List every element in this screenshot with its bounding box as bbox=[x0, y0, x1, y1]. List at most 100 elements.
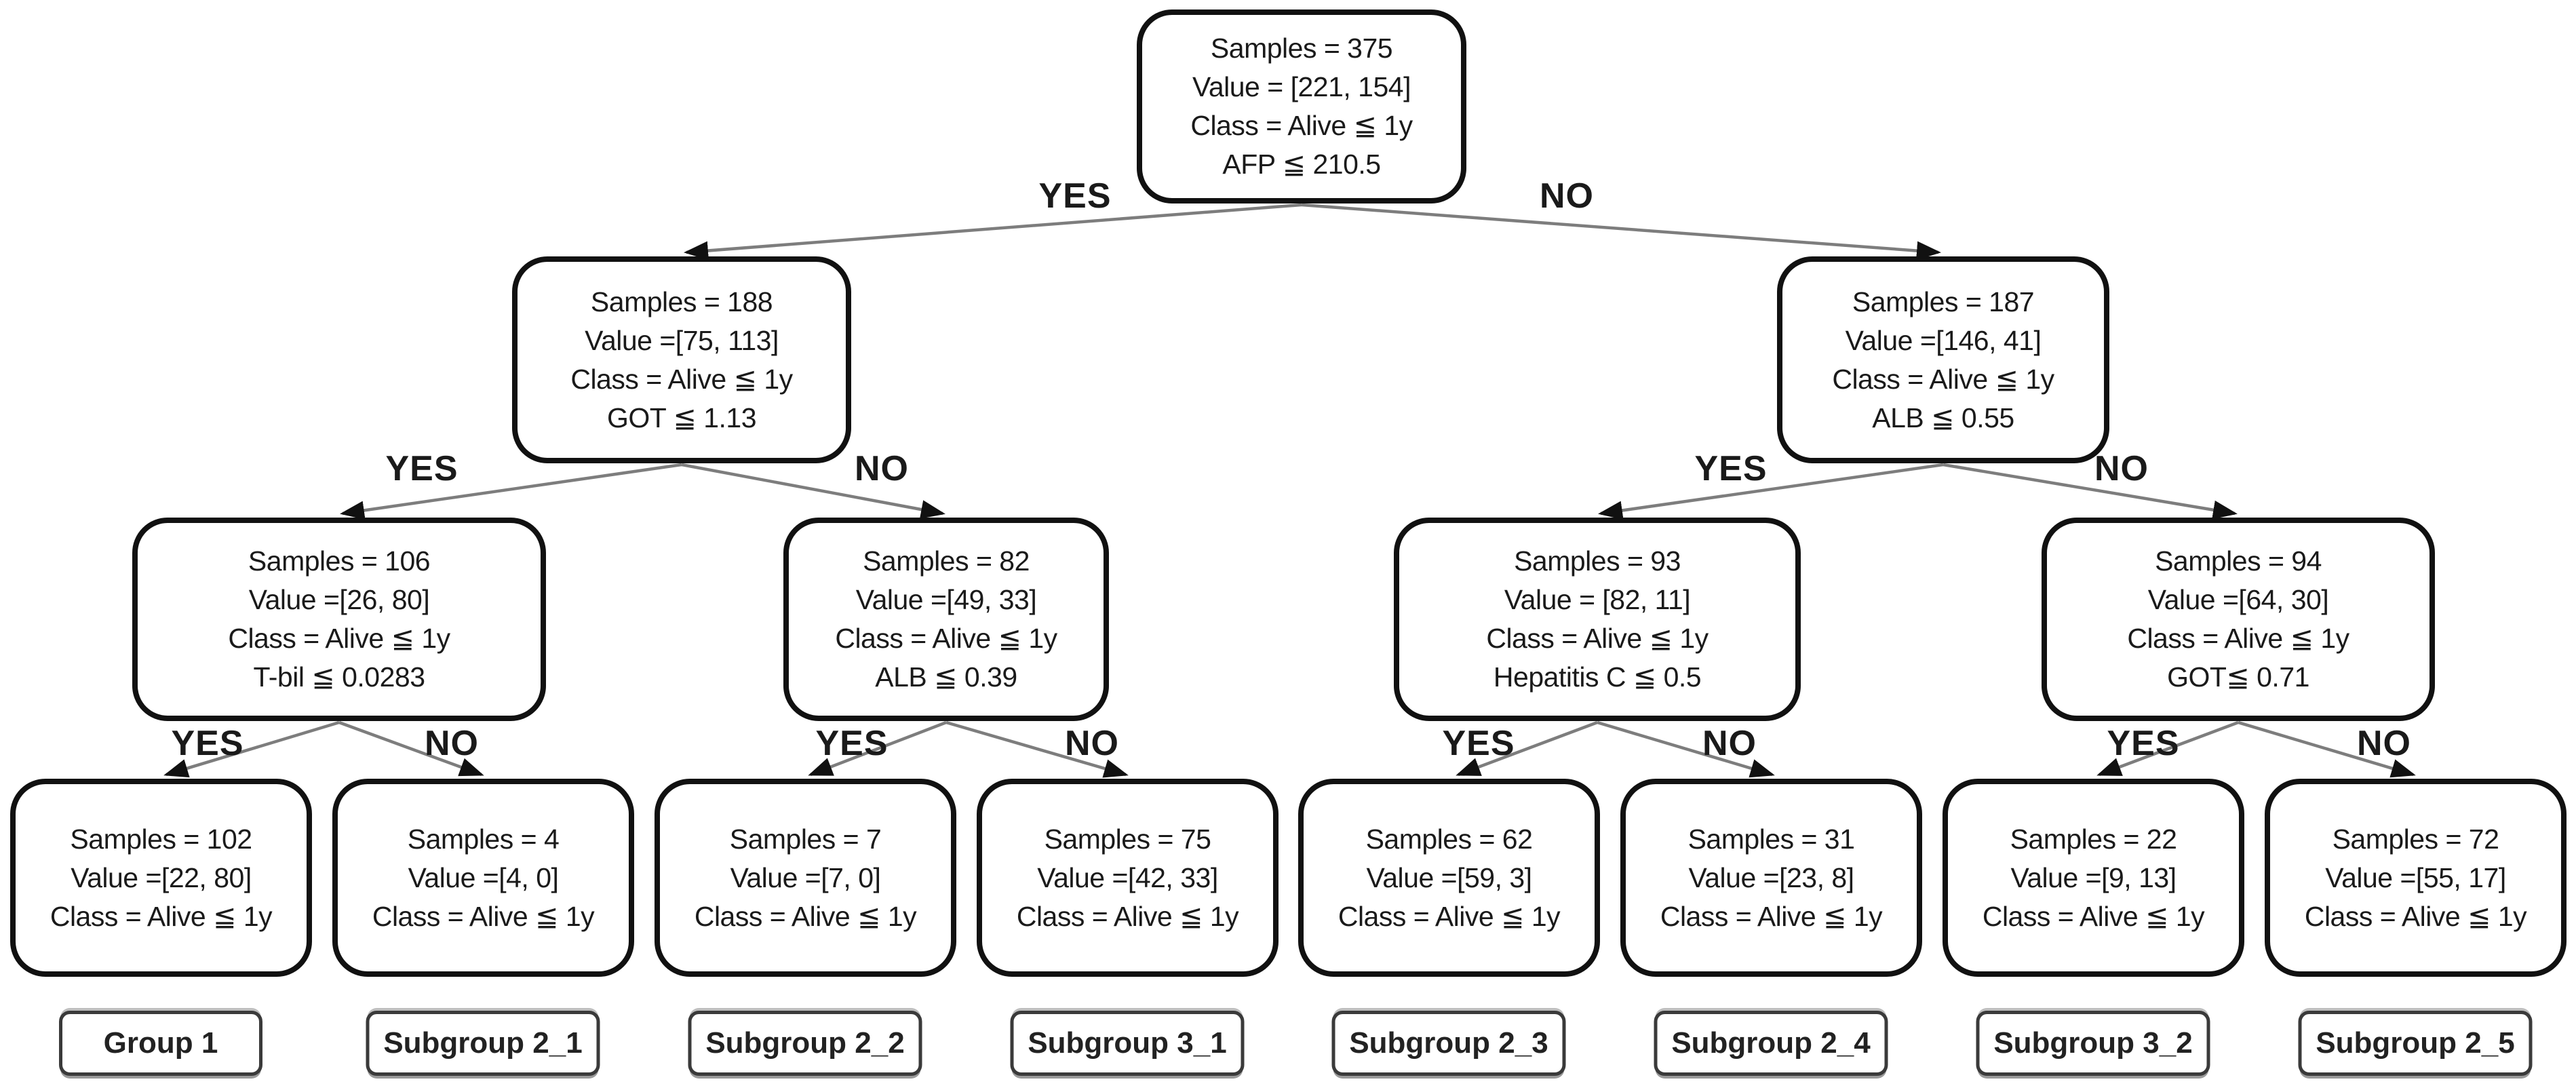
node-line: Value = [221, 154] bbox=[1192, 71, 1411, 102]
tree-edge bbox=[681, 463, 945, 519]
node-line: GOT≦ 0.71 bbox=[2167, 661, 2309, 693]
tree-node-l2-right: Samples = 187 Value =[146, 41] Class = A… bbox=[1777, 256, 2109, 463]
branch-label-no: NO bbox=[1540, 176, 1594, 216]
node-line: Samples = 75 bbox=[1044, 823, 1211, 855]
node-line: Value =[59, 3] bbox=[1366, 861, 1532, 893]
branch-label-yes: YES bbox=[1038, 176, 1112, 216]
node-line: AFP ≦ 210.5 bbox=[1222, 149, 1381, 180]
node-line: Samples = 375 bbox=[1210, 33, 1393, 64]
tree-edge bbox=[2238, 720, 2416, 778]
node-line: Samples = 188 bbox=[590, 286, 773, 317]
node-line: Class = Alive ≦ 1y bbox=[228, 623, 450, 654]
node-line: Samples = 4 bbox=[407, 823, 560, 855]
group-label-6: Subgroup 2_4 bbox=[1654, 1011, 1888, 1076]
node-line: Samples = 62 bbox=[1365, 823, 1533, 855]
tree-edge bbox=[340, 463, 682, 520]
branch-label-no: NO bbox=[1065, 724, 1119, 763]
node-line: Class = Alive ≦ 1y bbox=[694, 900, 917, 932]
node-line: Samples = 82 bbox=[863, 545, 1030, 577]
tree-edge bbox=[1456, 720, 1598, 777]
branch-label-yes: YES bbox=[1442, 724, 1515, 763]
node-line: Class = Alive ≦ 1y bbox=[1832, 363, 2054, 395]
node-line: Value =[42, 33] bbox=[1037, 861, 1218, 893]
tree-edge bbox=[808, 720, 947, 777]
group-label-5: Subgroup 2_3 bbox=[1331, 1011, 1566, 1076]
tree-leaf-6: Samples = 31 Value =[23, 8] Class = Aliv… bbox=[1620, 779, 1922, 977]
tree-leaf-2: Samples = 4 Value =[4, 0] Class = Alive … bbox=[332, 779, 634, 977]
node-line: GOT ≦ 1.13 bbox=[606, 402, 757, 433]
node-line: Value =[7, 0] bbox=[730, 861, 881, 893]
node-line: Value =[23, 8] bbox=[1688, 861, 1854, 893]
node-line: ALB ≦ 0.55 bbox=[1872, 402, 2014, 433]
tree-leaf-3: Samples = 7 Value =[7, 0] Class = Alive … bbox=[655, 779, 956, 977]
node-line: Value = [82, 11] bbox=[1504, 584, 1691, 615]
node-line: Samples = 31 bbox=[1687, 823, 1855, 855]
tree-edge bbox=[338, 720, 484, 777]
tree-edge bbox=[1597, 720, 1775, 778]
node-line: Class = Alive ≦ 1y bbox=[372, 900, 595, 932]
node-line: Samples = 102 bbox=[70, 823, 252, 855]
branch-label-yes: YES bbox=[1694, 449, 1768, 488]
group-label-4: Subgroup 3_1 bbox=[1010, 1011, 1245, 1076]
group-label-3: Subgroup 2_2 bbox=[688, 1011, 922, 1076]
branch-label-no: NO bbox=[1702, 724, 1757, 763]
group-label-8: Subgroup 2_5 bbox=[2298, 1011, 2533, 1076]
tree-edge bbox=[2096, 720, 2239, 777]
node-line: Value =[146, 41] bbox=[1845, 324, 2042, 356]
node-line: Samples = 187 bbox=[1852, 286, 2035, 317]
branch-label-yes: YES bbox=[385, 449, 458, 488]
node-line: Value =[22, 80] bbox=[71, 861, 252, 893]
tree-edge bbox=[1301, 203, 1941, 260]
node-line: Class = Alive ≦ 1y bbox=[1486, 623, 1709, 654]
tree-leaf-1: Samples = 102 Value =[22, 80] Class = Al… bbox=[10, 779, 312, 977]
group-label-2: Subgroup 2_1 bbox=[366, 1011, 600, 1076]
tree-leaf-8: Samples = 72 Value =[55, 17] Class = Ali… bbox=[2265, 779, 2567, 977]
node-line: Class = Alive ≦ 1y bbox=[2127, 623, 2349, 654]
branch-label-no: NO bbox=[425, 724, 479, 763]
node-line: Class = Alive ≦ 1y bbox=[1190, 110, 1413, 141]
node-line: Samples = 72 bbox=[2332, 823, 2499, 855]
node-line: Class = Alive ≦ 1y bbox=[50, 900, 273, 932]
node-line: Hepatitis C ≦ 0.5 bbox=[1493, 661, 1702, 693]
branch-label-no: NO bbox=[2357, 724, 2411, 763]
node-line: Value =[9, 13] bbox=[2010, 861, 2177, 893]
node-line: Samples = 7 bbox=[729, 823, 882, 855]
tree-edge bbox=[1943, 463, 2238, 520]
tree-node-root: Samples = 375 Value = [221, 154] Class =… bbox=[1137, 9, 1466, 203]
tree-edge bbox=[684, 203, 1302, 260]
group-label-1: Group 1 bbox=[59, 1011, 262, 1076]
node-line: Class = Alive ≦ 1y bbox=[835, 623, 1057, 654]
branch-label-yes: YES bbox=[815, 724, 889, 763]
tree-node-l2-left: Samples = 188 Value =[75, 113] Class = A… bbox=[512, 256, 851, 463]
tree-edge bbox=[945, 720, 1129, 778]
node-line: Class = Alive ≦ 1y bbox=[1982, 900, 2205, 932]
group-label-7: Subgroup 3_2 bbox=[1976, 1011, 2210, 1076]
branch-label-yes: YES bbox=[171, 724, 244, 763]
branch-label-no: NO bbox=[855, 449, 909, 488]
node-line: ALB ≦ 0.39 bbox=[875, 661, 1017, 693]
node-line: Class = Alive ≦ 1y bbox=[1338, 900, 1561, 932]
node-line: Class = Alive ≦ 1y bbox=[570, 363, 793, 395]
node-line: Class = Alive ≦ 1y bbox=[1660, 900, 1883, 932]
node-line: Value =[75, 113] bbox=[585, 324, 779, 356]
node-line: Value =[55, 17] bbox=[2325, 861, 2506, 893]
node-line: Value =[4, 0] bbox=[408, 861, 559, 893]
node-line: Class = Alive ≦ 1y bbox=[2304, 900, 2527, 932]
node-line: Samples = 106 bbox=[248, 545, 431, 577]
tree-node-l3-2: Samples = 82 Value =[49, 33] Class = Ali… bbox=[783, 518, 1109, 721]
tree-node-l3-1: Samples = 106 Value =[26, 80] Class = Al… bbox=[132, 518, 546, 721]
tree-edge bbox=[1598, 463, 1944, 520]
branch-label-no: NO bbox=[2094, 449, 2149, 488]
node-line: Samples = 22 bbox=[2010, 823, 2177, 855]
node-line: Samples = 94 bbox=[2155, 545, 2322, 577]
tree-leaf-4: Samples = 75 Value =[42, 33] Class = Ali… bbox=[977, 779, 1279, 977]
node-line: Value =[26, 80] bbox=[248, 584, 430, 615]
tree-node-l3-4: Samples = 94 Value =[64, 30] Class = Ali… bbox=[2042, 518, 2435, 721]
node-line: Samples = 93 bbox=[1514, 545, 1681, 577]
tree-edge bbox=[163, 720, 340, 778]
node-line: Class = Alive ≦ 1y bbox=[1016, 900, 1239, 932]
branch-label-yes: YES bbox=[2107, 724, 2180, 763]
node-line: Value =[64, 30] bbox=[2147, 584, 2329, 615]
